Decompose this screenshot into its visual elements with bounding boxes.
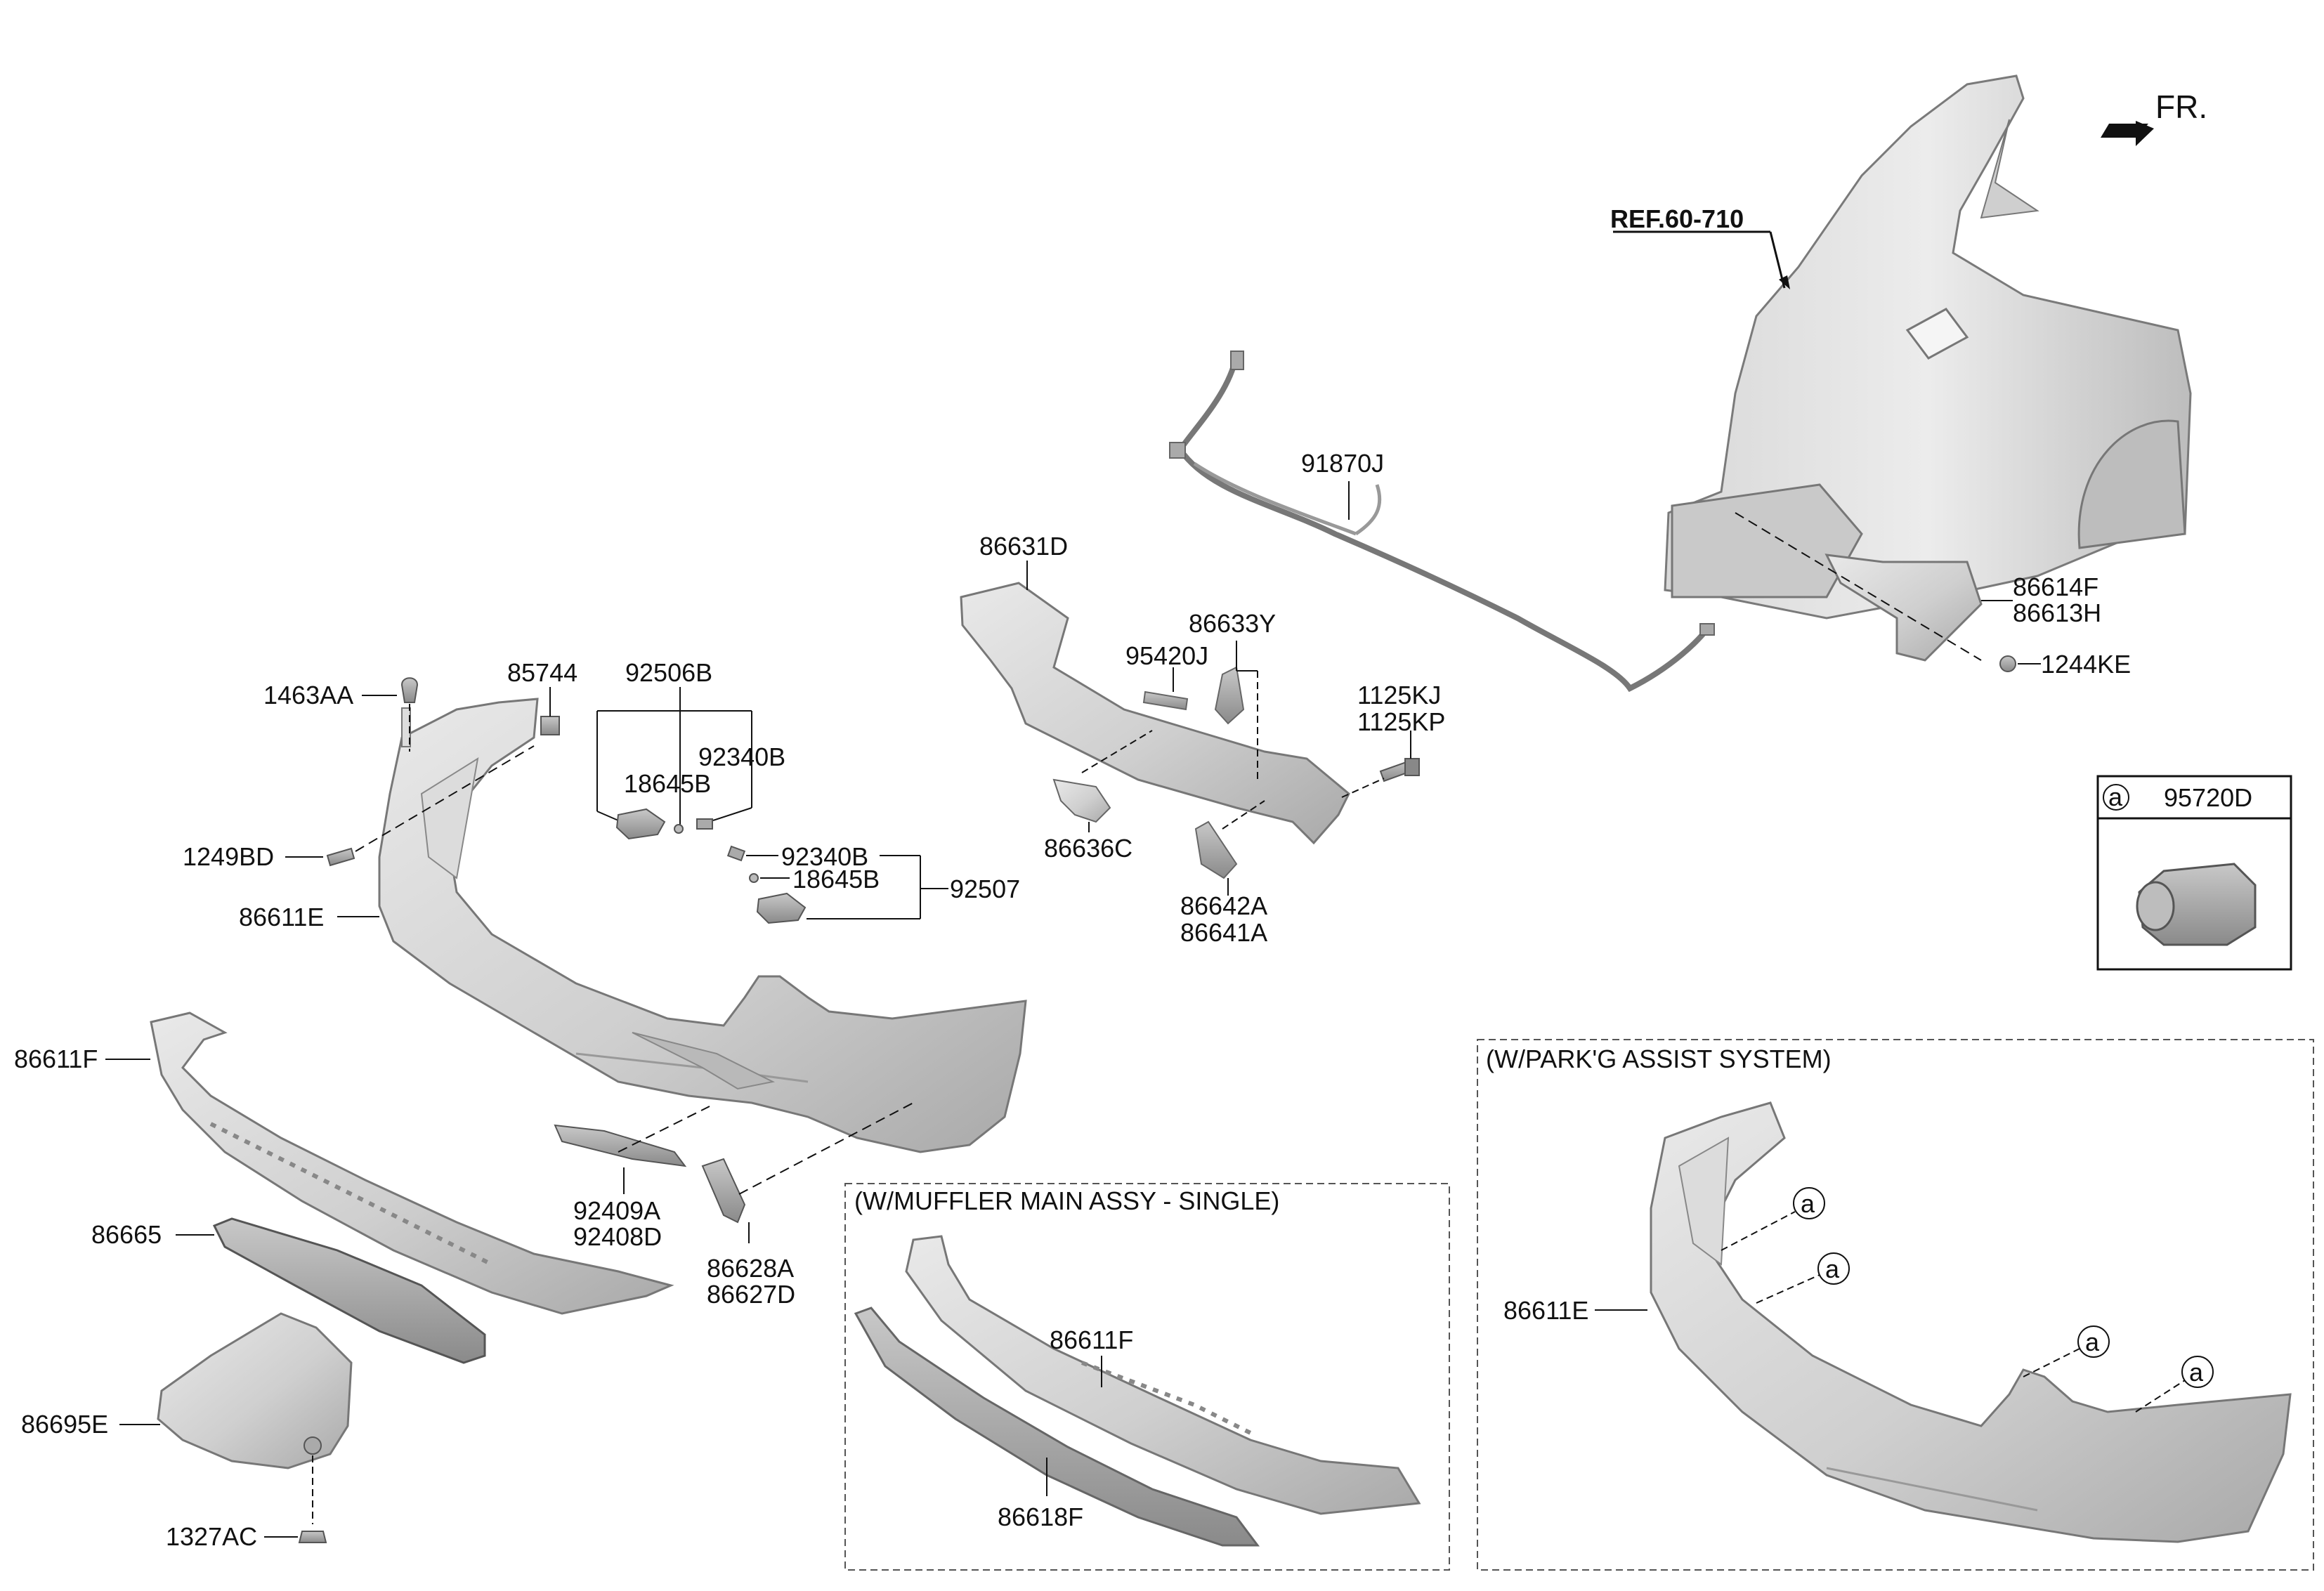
label-1244KE: 1244KE — [2041, 650, 2131, 679]
label-86628A: 86628A — [707, 1254, 794, 1283]
circle-a-4: a — [2189, 1358, 2204, 1387]
trim-86628A: 86628A 86627D — [701, 1102, 914, 1309]
label-95720D: 95720D — [2164, 783, 2252, 812]
wheel-arch — [2077, 419, 2186, 549]
label-86614F: 86614F — [2013, 572, 2098, 601]
muffler-box-title: (W/MUFFLER MAIN ASSY - SINGLE) — [854, 1186, 1279, 1215]
label-fr: FR. — [2155, 89, 2207, 125]
front-direction-indicator: FR. — [2101, 89, 2207, 146]
park-bumper-86611E — [1650, 1101, 2292, 1543]
clip-1463AA — [400, 677, 419, 703]
lower-skirt-86611F: 86611F — [14, 1011, 674, 1315]
reflector-shape — [554, 1124, 687, 1167]
circle-a-3: a — [2085, 1328, 2100, 1356]
muffler-garnish-86618F — [854, 1307, 1260, 1547]
heat-shield-shape — [157, 1312, 353, 1469]
label-18645B-b: 18645B — [792, 865, 880, 893]
rear-bumper-cover: 1463AA 85744 1249BD 86611E — [183, 658, 1027, 1153]
under-panel-86665: 86665 — [91, 1217, 486, 1364]
bolt-1244KE — [1999, 655, 2016, 672]
trim-shape — [701, 1158, 746, 1224]
muffler-label-86611F: 86611F — [1050, 1325, 1133, 1354]
label-86636C: 86636C — [1044, 834, 1132, 863]
label-1327AC: 1327AC — [166, 1522, 257, 1551]
circle-a-1: a — [1801, 1189, 1815, 1218]
part-85744 — [540, 716, 560, 735]
label-92506B: 92506B — [625, 658, 712, 687]
harness-wire — [1177, 354, 1710, 693]
screw-1249BD — [326, 847, 355, 867]
label-92340B-b: 92340B — [781, 842, 868, 871]
label-86641A: 86641A — [1180, 918, 1267, 947]
lower-rear-panel — [1671, 483, 1863, 598]
sensor-box-95720D: a 95720D — [2096, 775, 2292, 971]
park-assist-variant-box: (W/PARK'G ASSIST SYSTEM) 86611E a a a a — [1477, 1039, 2314, 1571]
muffler-skirt-86611F — [905, 1235, 1421, 1515]
label-1249BD: 1249BD — [183, 842, 274, 871]
beam-bracket-86636C — [1052, 778, 1111, 823]
label-1125KP: 1125KP — [1357, 707, 1445, 736]
label-1463AA: 1463AA — [263, 681, 353, 709]
label-85744: 85744 — [507, 658, 577, 687]
heat-shield-86695E: 86695E 1327AC — [21, 1312, 353, 1551]
muffler-variant-box: (W/MUFFLER MAIN ASSY - SINGLE) 86611F 86… — [844, 1183, 1450, 1571]
bumper-beam-shape — [960, 582, 1350, 845]
label-92409A: 92409A — [573, 1196, 660, 1225]
lamp-group-92506B: 92506B 18645B 92340B — [596, 658, 785, 840]
muffler-label-86618F: 86618F — [998, 1502, 1083, 1531]
label-86695E: 86695E — [21, 1410, 108, 1439]
reflector-92409A: 92409A 92408D — [554, 1106, 710, 1251]
circle-a-box: a — [2108, 783, 2123, 811]
fuel-door-opening — [1905, 308, 1969, 360]
front-arrow-head-icon — [2136, 121, 2154, 146]
nut-1327AC — [298, 1531, 327, 1543]
under-panel-shape — [212, 1217, 486, 1364]
wiring-harness: 91870J — [1169, 351, 1715, 693]
label-86611E: 86611E — [239, 903, 324, 931]
label-86611F: 86611F — [14, 1045, 98, 1073]
park-box-title: (W/PARK'G ASSIST SYSTEM) — [1486, 1045, 1832, 1073]
label-ref-60-710: REF.60-710 — [1610, 204, 1744, 233]
label-86627D: 86627D — [707, 1280, 795, 1309]
label-86665: 86665 — [91, 1220, 162, 1249]
park-label-86611E: 86611E — [1503, 1296, 1588, 1325]
quarter-panel: REF.60-710 — [1610, 74, 2192, 620]
label-1125KJ: 1125KJ — [1357, 681, 1441, 709]
label-86642A: 86642A — [1180, 891, 1267, 920]
sensor-bracket-95420J — [1142, 690, 1189, 711]
label-86633Y: 86633Y — [1189, 609, 1276, 638]
beam-bracket-86633Y — [1214, 666, 1245, 725]
quarter-window-frame — [1980, 119, 2039, 219]
lower-skirt-shape — [150, 1011, 674, 1315]
side-bracket-shape — [1824, 554, 1983, 662]
lamp-92506B — [615, 808, 666, 840]
label-92340B-a: 92340B — [698, 742, 785, 771]
label-91870J: 91870J — [1301, 449, 1384, 478]
bumper-beam: 86631D 86633Y 95420J 86636C 86642A 86641… — [960, 532, 1445, 947]
side-bracket-86614F: 86614F 86613H 1244KE — [1735, 512, 2131, 679]
label-95420J: 95420J — [1125, 641, 1208, 670]
label-86613H: 86613H — [2013, 598, 2101, 627]
label-18645B-a: 18645B — [624, 769, 711, 798]
label-92507: 92507 — [950, 875, 1020, 903]
lamp-92507 — [756, 892, 807, 924]
lamp-group-92507: 92340B 18645B 92507 — [726, 842, 1020, 924]
label-86631D: 86631D — [979, 532, 1068, 561]
label-92408D: 92408D — [573, 1222, 662, 1251]
beam-bracket-86642A — [1194, 820, 1238, 879]
circle-a-2: a — [1825, 1255, 1840, 1283]
